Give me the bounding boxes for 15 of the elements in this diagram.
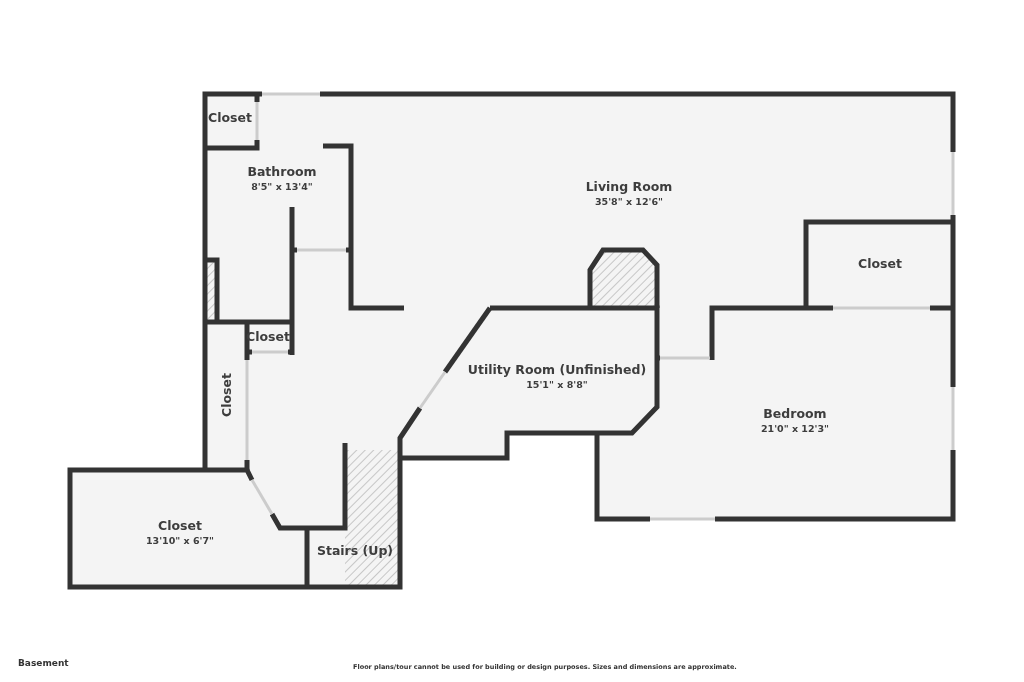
- room-name: Bedroom: [762, 405, 828, 422]
- room-name: Utility Room (Unfinished): [467, 361, 647, 378]
- room-name: Closet: [858, 256, 902, 272]
- room-name: Closet: [157, 517, 203, 534]
- room-name: Stairs (Up): [316, 543, 394, 559]
- room-name: Closet: [219, 373, 235, 417]
- floor-name: Basement: [18, 658, 69, 668]
- room-name: Bathroom: [247, 163, 317, 180]
- room-dimensions: 15'1" x 8'8": [525, 377, 589, 391]
- room-dimensions: 35'8" x 12'6": [593, 194, 665, 208]
- room-dimensions: 13'10" x 6'7": [145, 533, 215, 547]
- room-name: Closet: [208, 110, 252, 126]
- room-dimensions: 8'5" x 13'4": [250, 179, 314, 193]
- room-name: Living Room: [585, 178, 673, 195]
- room-dimensions: 21'0" x 12'3": [760, 421, 830, 435]
